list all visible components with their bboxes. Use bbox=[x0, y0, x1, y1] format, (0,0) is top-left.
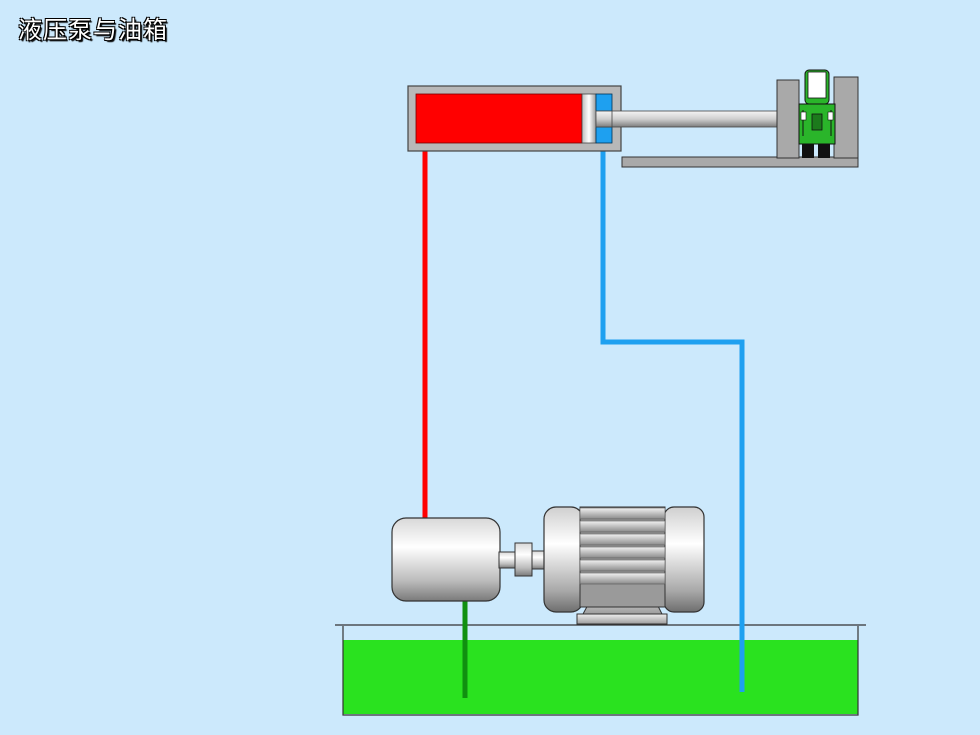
tractor-icon bbox=[798, 69, 836, 158]
hydraulic-pump bbox=[391, 517, 501, 602]
load-frame bbox=[621, 76, 859, 168]
return-line bbox=[600, 148, 745, 692]
coupling bbox=[498, 542, 547, 577]
piston-rod bbox=[595, 110, 779, 128]
oil-tank bbox=[335, 624, 866, 716]
piston bbox=[581, 93, 597, 144]
electric-motor bbox=[543, 506, 705, 625]
tank-outline bbox=[342, 626, 859, 716]
oil-level bbox=[343, 640, 858, 714]
pressure-chamber bbox=[415, 93, 583, 144]
hydraulic-cylinder bbox=[407, 85, 779, 152]
page-title: 液压泵与油箱 bbox=[18, 16, 168, 44]
